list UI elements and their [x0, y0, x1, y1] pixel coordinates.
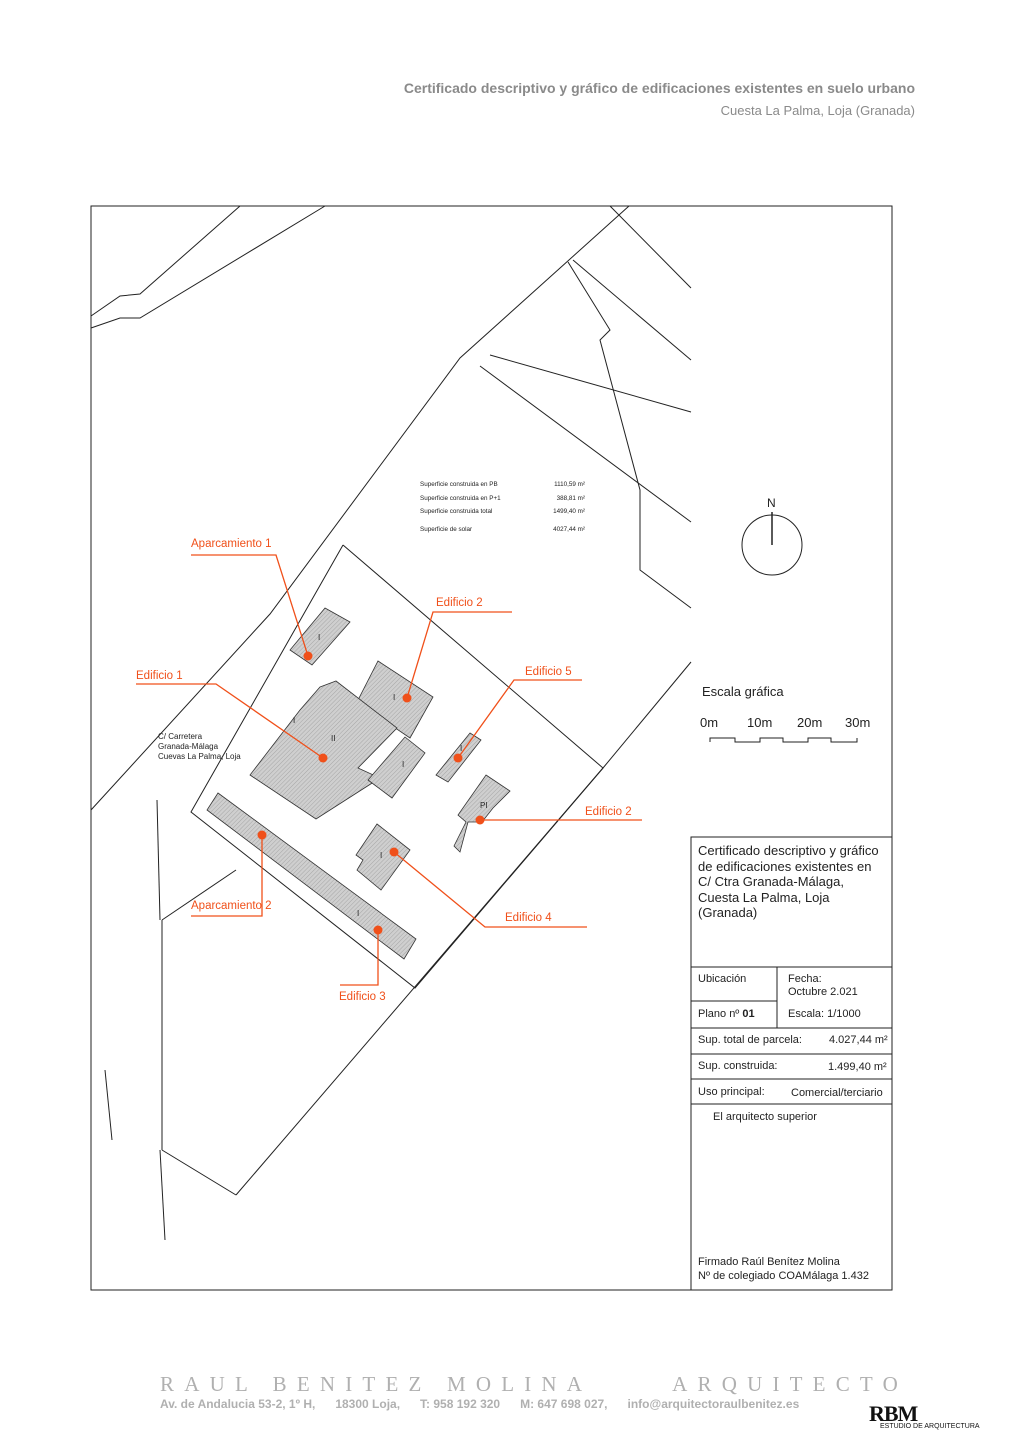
title-block-grid [690, 836, 893, 1291]
page-title: Certificado descriptivo y gráfico de edi… [403, 80, 915, 96]
fecha-label: Fecha: [788, 973, 822, 985]
callout-aparcamiento-2: Aparcamiento 2 [191, 900, 272, 912]
street-label: C/ Carretera Granada-Málaga Cuevas La Pa… [158, 732, 241, 761]
plano-number: Plano nº 01 [698, 1008, 755, 1020]
scale-tick: 0m [700, 715, 719, 730]
callout-edificio-3: Edificio 3 [339, 991, 386, 1003]
fecha-value: Octubre 2.021 [788, 986, 858, 998]
callout-leaders [136, 554, 642, 986]
scale-tick: 20m [797, 715, 823, 730]
edificio-2-top-shape [356, 660, 434, 739]
footer-address: Av. de Andalucia 53-2, 1º H,18300 Loja,T… [160, 1397, 800, 1411]
page-header: Certificado descriptivo y gráfico de edi… [404, 80, 915, 118]
sup-construida-label: Sup. construida: [698, 1060, 778, 1072]
floor-mark: I [402, 760, 405, 769]
scale-tick: 30m [845, 715, 871, 730]
callout-edificio-2-top: Edificio 2 [436, 597, 483, 609]
floor-mark: I [380, 851, 383, 860]
page-subtitle: Cuesta La Palma, Loja (Granada) [720, 103, 915, 118]
edificio-1-right-shape [367, 736, 426, 799]
floor-mark: I [293, 716, 296, 725]
title-block-title: Certificado descriptivo y gráfico de edi… [698, 843, 879, 920]
logo-subtitle: ESTUDIO DE ARQUITECTURA [880, 1423, 980, 1430]
floor-mark: PI [480, 801, 488, 810]
floor-mark: I [460, 744, 463, 753]
edificio-2-pi-shape [453, 774, 511, 853]
scale-tick: 10m [747, 715, 773, 730]
drawing-frame [90, 205, 893, 1291]
scale-bar [709, 737, 858, 743]
firmado-label: Firmado Raúl Benítez Molina [698, 1256, 840, 1268]
uso-label: Uso principal: [698, 1086, 765, 1098]
scale-title: Escala gráfica [702, 684, 784, 699]
site-lines [90, 205, 692, 1241]
callout-aparcamiento-1: Aparcamiento 1 [191, 538, 272, 550]
edificio-4-shape [355, 823, 411, 891]
sup-construida-value: 1.499,40 m² [828, 1061, 887, 1073]
callout-edificio-1: Edificio 1 [136, 670, 183, 682]
colegiado-label: Nº de colegiado COAMálaga 1.432 [698, 1270, 869, 1282]
arquitecto-label: El arquitecto superior [713, 1111, 817, 1123]
callout-dots [257, 651, 485, 935]
ubicacion-label: Ubicación [698, 973, 747, 985]
sup-parcela-label: Sup. total de parcela: [698, 1034, 802, 1046]
title-block: Certificado descriptivo y gráfico de edi… [691, 837, 892, 1290]
callout-edificio-4: Edificio 4 [505, 912, 552, 924]
escala-value: Escala: 1/1000 [788, 1008, 861, 1020]
floor-mark: I [393, 693, 396, 702]
rbm-logo: RBM [869, 1401, 918, 1426]
floor-mark: II [331, 734, 336, 743]
floor-mark: I [357, 909, 360, 918]
floor-mark: I [318, 633, 321, 642]
sup-parcela-value: 4.027,44 m² [829, 1034, 888, 1046]
uso-value: Comercial/terciario [791, 1087, 883, 1099]
callout-edificio-5: Edificio 5 [525, 666, 572, 678]
callout-edificio-2-right: Edificio 2 [585, 806, 632, 818]
north-label: N [767, 496, 776, 510]
